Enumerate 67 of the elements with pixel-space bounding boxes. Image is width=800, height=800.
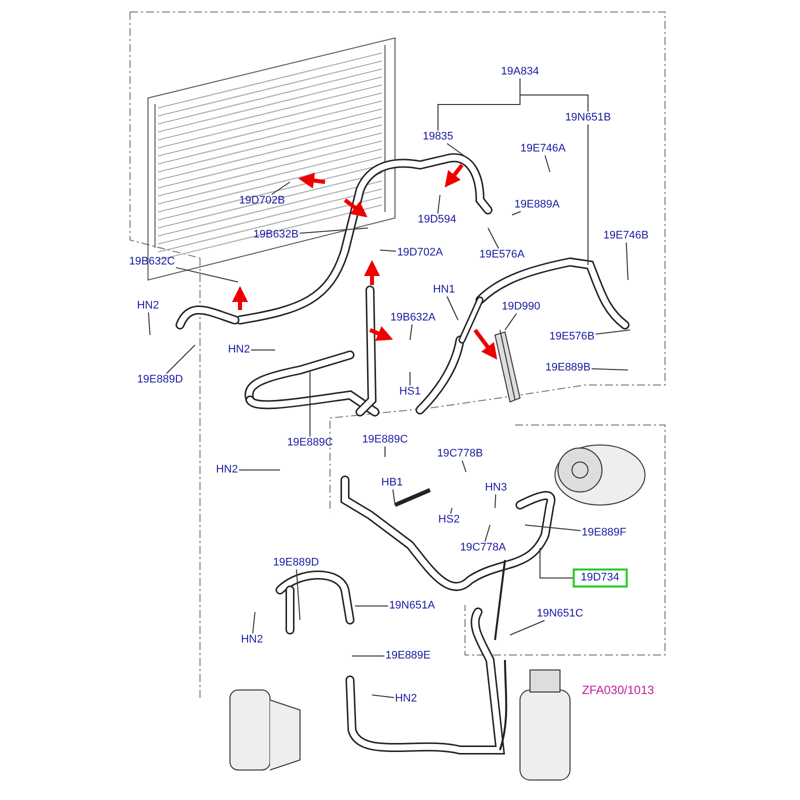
leader-line bbox=[512, 211, 522, 216]
leader-line bbox=[372, 694, 394, 698]
leader-line bbox=[504, 313, 517, 330]
leader-line bbox=[488, 228, 500, 249]
leader-line bbox=[446, 296, 458, 320]
callout-label: 19E576B bbox=[548, 330, 596, 344]
leader-line bbox=[446, 143, 470, 160]
leader-line bbox=[392, 489, 396, 506]
callout-label: HN3 bbox=[484, 482, 508, 494]
callout-label: 19E746B bbox=[602, 230, 650, 242]
leader-line bbox=[450, 508, 452, 514]
leader-line bbox=[380, 250, 397, 252]
callout-label: 19E889D bbox=[272, 556, 320, 570]
leader-line bbox=[166, 344, 196, 374]
callout-label: 19B632A bbox=[389, 312, 437, 324]
callout-label: 19D594 bbox=[416, 214, 458, 226]
leader-line bbox=[299, 228, 368, 234]
leader-line bbox=[148, 312, 150, 336]
leader-line bbox=[510, 620, 546, 636]
callout-label: HS2 bbox=[437, 514, 461, 526]
callout-label: 19C778B bbox=[436, 448, 484, 460]
callout-label: 19E889A bbox=[513, 198, 561, 212]
leader-line bbox=[591, 368, 628, 370]
callout-label: HN2 bbox=[394, 692, 418, 706]
callout-label: HB1 bbox=[380, 476, 404, 490]
callout-label: 19E889C bbox=[286, 436, 334, 450]
leader-line bbox=[540, 568, 574, 578]
leader-line bbox=[595, 330, 630, 335]
leader-line bbox=[544, 155, 550, 172]
callout-label: 19N651B bbox=[564, 112, 612, 124]
illustration-code: ZFA030/1013 bbox=[582, 683, 654, 697]
callout-label: 19D990 bbox=[500, 300, 542, 314]
callout-label: 19B632B bbox=[252, 228, 300, 242]
leader-line bbox=[626, 242, 628, 280]
callout-label: 19E746A bbox=[519, 142, 567, 156]
leader-line bbox=[484, 524, 490, 542]
callout-label: 19D702B bbox=[238, 194, 286, 208]
callout-label: 19A834 bbox=[500, 66, 540, 78]
callout-label: 19E889F bbox=[580, 526, 628, 540]
callout-label: HN1 bbox=[432, 284, 456, 296]
callout-label: HN2 bbox=[227, 344, 251, 356]
callout-label: 19E889B bbox=[544, 362, 592, 374]
callout-label: 19D702A bbox=[396, 246, 444, 260]
leader-line bbox=[437, 194, 440, 214]
leader-line bbox=[175, 267, 238, 282]
callout-label: 19E889E bbox=[384, 650, 432, 662]
leader-line bbox=[462, 460, 466, 472]
leader-line bbox=[252, 612, 256, 634]
leader-line bbox=[384, 446, 386, 458]
leader-line bbox=[520, 78, 588, 112]
leader-line bbox=[494, 494, 496, 508]
callout-label: 19N651A bbox=[388, 600, 436, 612]
callout-label: 19E889C bbox=[361, 434, 409, 446]
leader-line bbox=[524, 524, 582, 532]
callout-label: HN2 bbox=[215, 464, 239, 476]
callout-label: HN2 bbox=[136, 300, 160, 312]
leader-line bbox=[271, 182, 290, 195]
callout-label: 19835 bbox=[422, 130, 454, 144]
callout-label: HS1 bbox=[398, 386, 422, 398]
callout-label: 19E576A bbox=[478, 248, 526, 262]
leader-line bbox=[410, 324, 413, 340]
highlighted-callout: 19D734 bbox=[572, 568, 628, 588]
callout-label: 19E889D bbox=[136, 374, 184, 386]
leader-line bbox=[296, 569, 300, 620]
callout-label: 19C778A bbox=[459, 542, 507, 554]
callout-label: 19N651C bbox=[536, 608, 584, 620]
callout-label: HN2 bbox=[240, 634, 264, 646]
